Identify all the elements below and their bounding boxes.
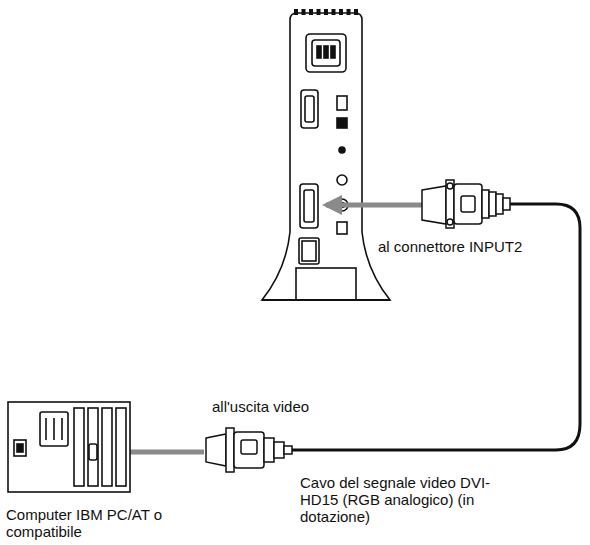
hd15-plug (241, 440, 257, 454)
monitor-rear (337, 222, 347, 234)
monitor-rear (302, 241, 316, 261)
dvi-plug (446, 180, 454, 228)
connector-label: all'uscita video (212, 398, 372, 415)
hd15-plug (206, 428, 292, 472)
computer-case (88, 408, 98, 486)
vent-slots (294, 9, 358, 15)
computer-case (40, 412, 68, 446)
computer-case (8, 402, 130, 492)
monitor-rear (337, 175, 347, 185)
dvi-plug (482, 190, 489, 218)
dvi-plug (454, 184, 482, 224)
monitor-rear (324, 46, 328, 58)
computer-case (53, 418, 55, 440)
monitor-rear (317, 46, 321, 58)
monitor-rear (337, 118, 347, 128)
computer-case (116, 408, 126, 486)
computer-case (61, 418, 63, 440)
hd15-plug (274, 442, 284, 458)
vent-slot (354, 9, 358, 15)
vent-slot (302, 9, 306, 15)
dvi-plug (461, 196, 475, 212)
hd15-plug (284, 446, 292, 454)
vent-slot (339, 9, 343, 15)
dvi-plug (447, 183, 453, 189)
vent-slot (294, 9, 298, 15)
monitor-rear (331, 46, 335, 58)
vent-slot (317, 9, 321, 15)
monitor-rear (296, 268, 356, 300)
monitor-rear (299, 238, 319, 264)
monitor-rear (262, 13, 390, 300)
hd15-plug (206, 434, 226, 466)
computer-case (102, 408, 112, 486)
vent-slot (309, 9, 313, 15)
computer-case (89, 444, 97, 460)
vent-slot (324, 9, 328, 15)
video-cable (292, 204, 580, 450)
connector-label: al connettore INPUT2 (378, 238, 568, 255)
hd15-plug (264, 438, 274, 462)
hd15-plug (226, 428, 234, 472)
computer-case (45, 418, 47, 440)
dvi-plug (503, 198, 510, 210)
monitor-rear (301, 90, 318, 128)
monitor-rear (262, 13, 390, 300)
device-label: Computer IBM PC/AT o compatibile (6, 506, 206, 540)
monitor-rear (312, 40, 340, 66)
monitor-rear (339, 147, 345, 153)
cable-label: Cavo del segnale video DVI-HD15 (RGB ana… (300, 474, 514, 525)
computer-case (74, 408, 84, 486)
vent-slot (347, 9, 351, 15)
dvi-plug (422, 180, 510, 228)
monitor-rear (262, 299, 390, 301)
dvi-plug (489, 192, 496, 216)
dvi-plug (447, 219, 453, 225)
computer-case (14, 440, 26, 456)
computer-case (8, 402, 130, 492)
hd15-plug (234, 432, 264, 468)
computer-case (17, 444, 23, 452)
vent-slot (332, 9, 336, 15)
dvi-plug (422, 186, 446, 224)
monitor-rear (337, 96, 347, 110)
monitor-rear (305, 96, 314, 122)
monitor-rear (306, 34, 346, 72)
monitor-rear (300, 184, 318, 228)
dvi-plug (496, 194, 503, 214)
monitor-rear (304, 190, 314, 222)
